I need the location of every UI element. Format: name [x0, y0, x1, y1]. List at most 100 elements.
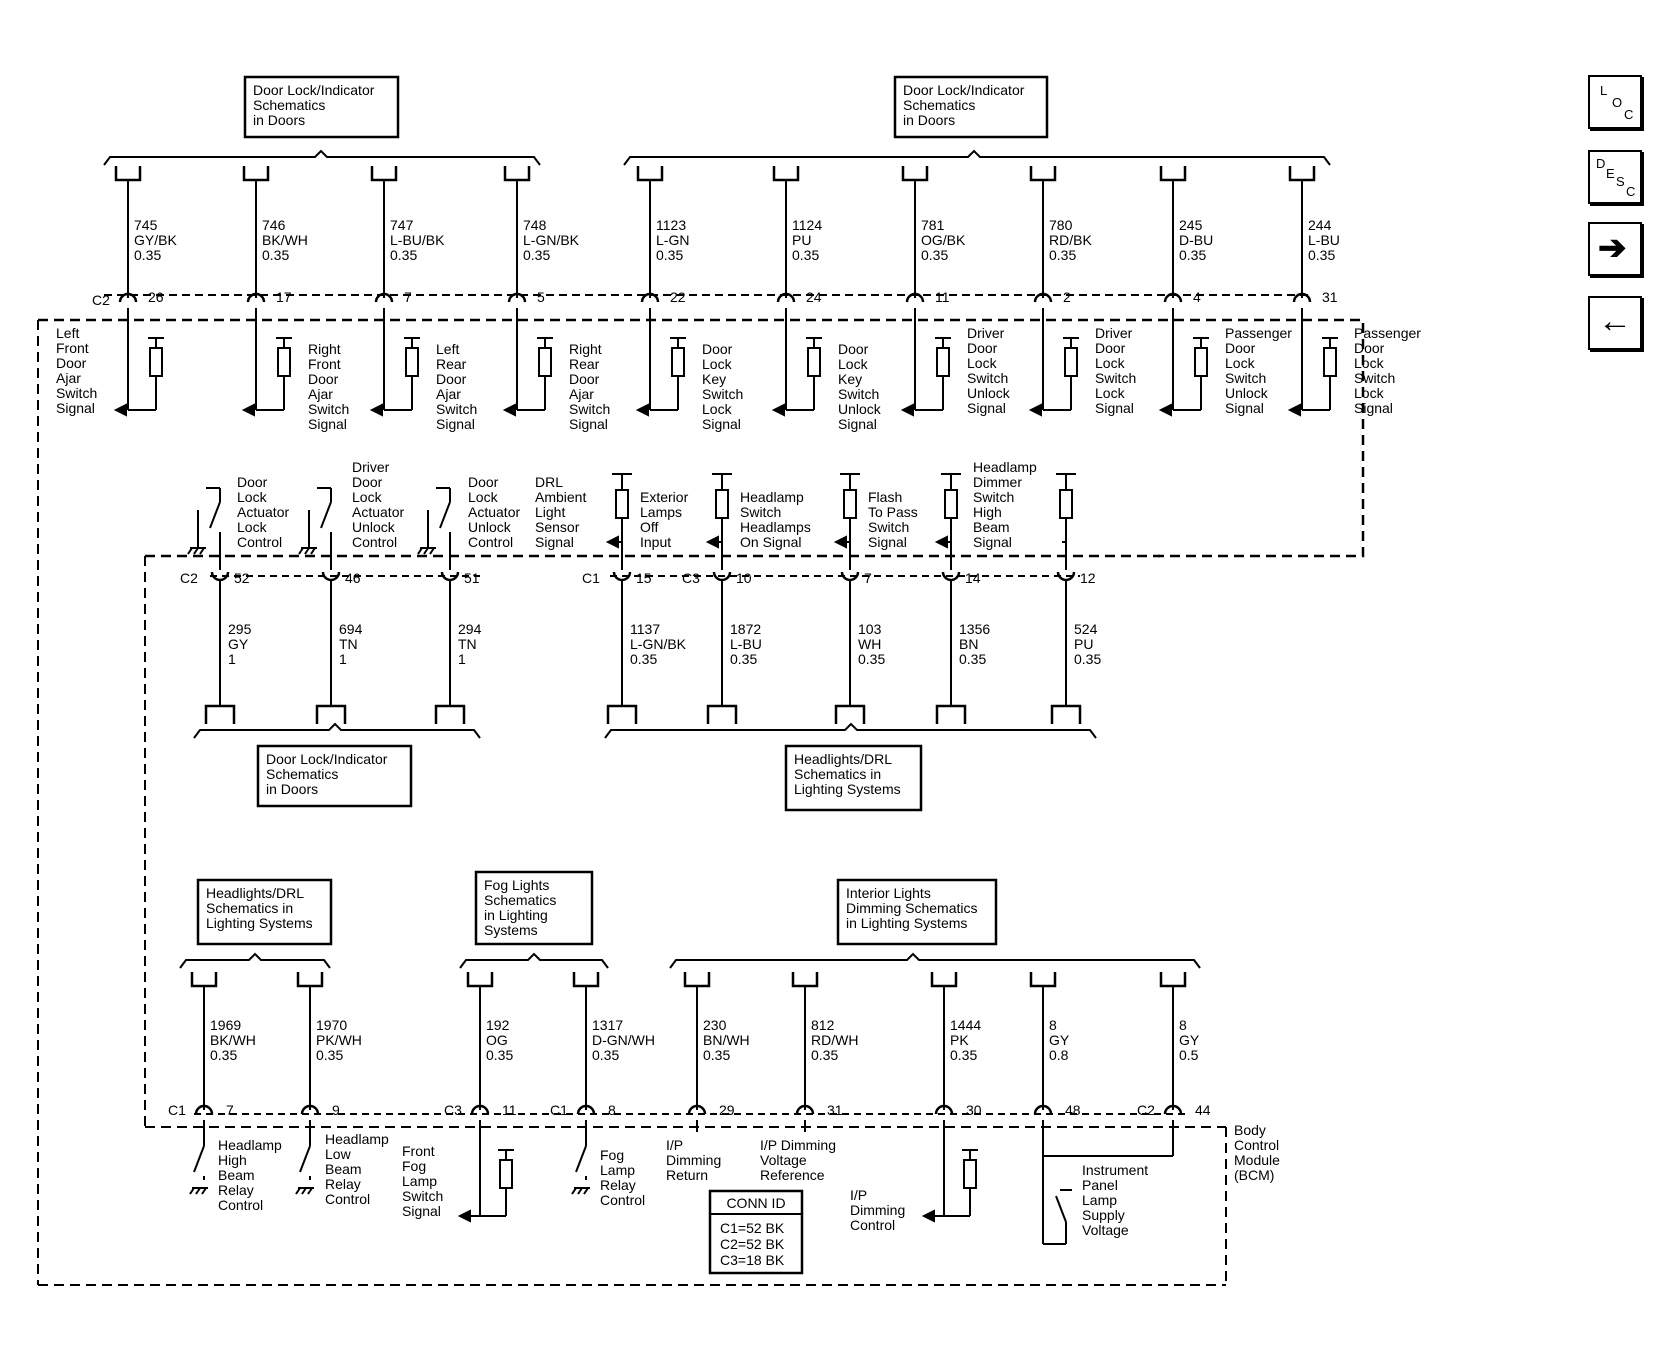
top-pin-arc-8: [1163, 292, 1183, 303]
bot-pin-6: 30: [966, 1102, 982, 1118]
bot-switch-3-blade: [575, 1145, 587, 1173]
mid-harness-3: [606, 704, 638, 724]
mid-resistor-4: [715, 489, 729, 519]
bot-wire-connector-5: [791, 972, 819, 988]
ipdim-arrow: [921, 1209, 935, 1223]
brace-bot-3: [669, 952, 1201, 969]
previous-page-button[interactable]: ←: [1588, 296, 1642, 350]
bot-pin-7: 48: [1065, 1102, 1081, 1118]
desc-letter-e: E: [1606, 166, 1615, 181]
left-arrow-icon: ←: [1598, 302, 1632, 340]
top-pin-arc-4: [640, 292, 660, 303]
top-pullup-5-resistor: [807, 347, 821, 377]
conn-id-title: CONN ID: [726, 1195, 785, 1211]
top-wire-connector-0: [114, 166, 142, 182]
desc-letter-c: C: [1626, 184, 1636, 199]
top-pullup-9-resistor: [1323, 347, 1337, 377]
mid-ground-0-g4: [199, 547, 205, 555]
top-pin-8: 4: [1193, 289, 1201, 305]
top-wire-connector-1: [242, 166, 270, 182]
mid-harness-7: [1050, 704, 1082, 724]
ref-box-door-lock-3-frame: [256, 744, 413, 808]
next-page-button[interactable]: ➔: [1588, 222, 1642, 276]
mid-pin-arc-7: [1056, 571, 1076, 582]
bot-wire-connector-8: [1159, 972, 1187, 988]
top-arrow-9: [1287, 403, 1301, 417]
bot-wire-connector-7: [1029, 972, 1057, 988]
top-pullup-7-resistor: [1064, 347, 1078, 377]
description-button[interactable]: D E S C: [1588, 150, 1642, 204]
location-button[interactable]: L O C: [1588, 75, 1642, 129]
bot-wire-connector-4: [683, 972, 711, 988]
bot-ground-0-g2: [189, 1187, 195, 1195]
mid-harness-0: [204, 704, 236, 724]
desc-letter-d: D: [1596, 156, 1606, 171]
ref-box-door-lock-1-frame: [243, 75, 400, 139]
mid-resistor-7: [1059, 489, 1073, 519]
top-wire-connector-3: [503, 166, 531, 182]
top-pin-arc-6: [905, 292, 925, 303]
bot-ground-1-g4: [307, 1187, 313, 1195]
bot-ground-3-g3: [577, 1187, 583, 1195]
top-wire-connector-9: [1288, 166, 1316, 182]
top-pullup-2-resistor: [405, 347, 419, 377]
bot-ground-3-g2: [571, 1187, 577, 1195]
mid-pin-2: 51: [464, 570, 480, 586]
mid-pin-3: 15: [636, 570, 652, 586]
mid-harness-5: [834, 704, 866, 724]
brace-mid-left: [193, 722, 481, 739]
bot-pin-arc-4: [687, 1104, 707, 1115]
conn-id-frame: [708, 1189, 804, 1275]
mid-resistor-6: [944, 489, 958, 519]
top-wire-connector-7: [1029, 166, 1057, 182]
top-pin-1: 17: [276, 289, 292, 305]
top-arrow-1: [241, 403, 255, 417]
loc-letter-c: C: [1624, 107, 1634, 122]
bot-pin-arc-3: [576, 1104, 596, 1115]
top-pin-arc-5: [776, 292, 796, 303]
top-pin-3: 5: [537, 289, 545, 305]
bot-ground-1-g2: [295, 1187, 301, 1195]
top-pin-arc-0: [118, 292, 138, 303]
top-pin-6: 11: [935, 289, 950, 305]
bot-pin-4: 29: [719, 1102, 735, 1118]
top-pullup-3-resistor: [538, 347, 552, 377]
bot-wire-connector-2: [466, 972, 494, 988]
brace-top-right: [623, 149, 1331, 166]
top-pin-arc-2: [374, 292, 394, 303]
top-arrow-3: [502, 403, 516, 417]
brace-bot-1: [179, 952, 331, 969]
bot-conn-2: C3: [444, 1102, 462, 1118]
mid-ground-0-g3: [193, 547, 199, 555]
top-arrow-6: [900, 403, 914, 417]
mid-pin-5: 7: [864, 570, 872, 586]
top-pin-9: 31: [1322, 289, 1338, 305]
